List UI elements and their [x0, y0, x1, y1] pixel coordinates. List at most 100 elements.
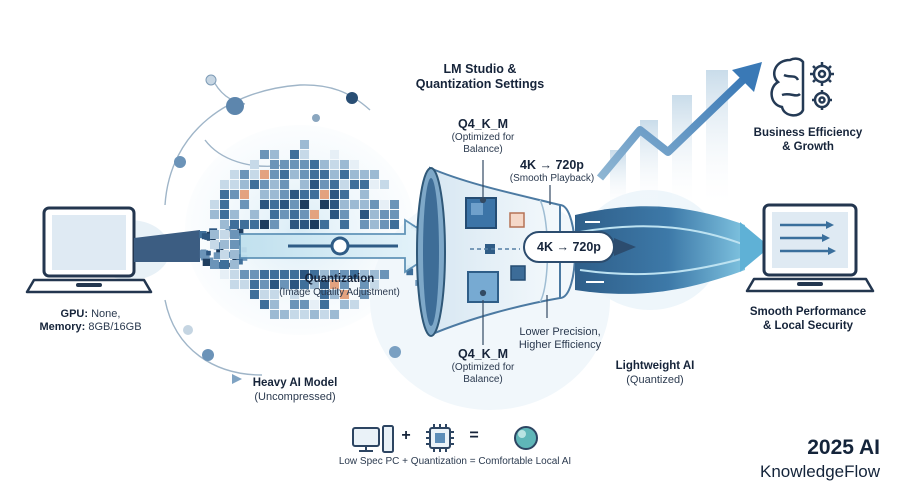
brain-pixel: [320, 280, 329, 289]
brain-pixel: [260, 300, 269, 309]
top-format-label: Q4_K_M (Optimized for Balance): [433, 117, 533, 155]
brain-pixel: [280, 160, 289, 169]
pc-specs: GPU: None, Memory: 8GB/16GB: [18, 308, 163, 334]
right-pc-line2: & Local Security: [762, 319, 854, 332]
brain-pixel: [210, 230, 219, 239]
brain-pixel: [300, 160, 309, 169]
resolution-label: 4K → 720p (Smooth Playback): [497, 158, 607, 185]
brain-pixel: [310, 220, 319, 229]
brain-pixel: [210, 200, 219, 209]
brain-pixel: [220, 250, 229, 259]
brain-pixel: [330, 180, 339, 189]
brain-pixel: [270, 210, 279, 219]
brain-pixel: [270, 170, 279, 179]
bottom-format-label: Q4_K_M (Optimized for Balance): [433, 347, 533, 385]
settings-title-line1: LM Studio &: [443, 62, 517, 76]
brain-pixel: [340, 200, 349, 209]
brain-pixel: [380, 200, 389, 209]
brain-pixel: [330, 270, 339, 279]
brain-pixel: [340, 180, 349, 189]
brain-pixel: [270, 300, 279, 309]
brain-pixel: [280, 200, 289, 209]
brain-pixel: [330, 200, 339, 209]
callout-lines: [479, 160, 551, 345]
brain-pixel: [340, 170, 349, 179]
brain-pixel: [220, 200, 229, 209]
brain-pixel: [370, 170, 379, 179]
brain-pixel: [310, 210, 319, 219]
brain-pixel: [370, 270, 379, 279]
brain-pixel: [260, 150, 269, 159]
brain-pixel: [320, 300, 329, 309]
brand-year: 2025 AI: [807, 436, 880, 459]
brain-pixel: [280, 310, 289, 319]
brain-pixel: [360, 210, 369, 219]
brain-pixel: [290, 220, 299, 229]
brain-pixel: [340, 290, 349, 299]
brain-pixel: [240, 200, 249, 209]
light-model-label: Lightweight AI (Quantized): [595, 360, 715, 387]
brain-pixel: [360, 270, 369, 279]
resolution-value: 4K → 720p: [520, 158, 584, 172]
brain-pixel: [280, 270, 289, 279]
brain-pixel: [230, 220, 239, 229]
brain-pixel: [300, 310, 309, 319]
brain-pixel: [350, 270, 359, 279]
bottom-format-desc-1: (Optimized for: [451, 361, 515, 373]
brain-pixel: [280, 190, 289, 199]
input-pixel: [237, 228, 244, 235]
brain-pixel: [370, 210, 379, 219]
brain-pixel: [330, 160, 339, 169]
input-pixel: [202, 258, 210, 266]
brain-pixel: [360, 170, 369, 179]
brain-pixel: [250, 160, 259, 169]
brain-pixel: [250, 280, 259, 289]
brain-pixel: [230, 210, 239, 219]
ai-orb-icon: [514, 426, 538, 450]
brain-pixel: [270, 220, 279, 229]
brain-pixel: [310, 180, 319, 189]
brain-pixel: [270, 200, 279, 209]
brain-pixel: [300, 140, 309, 149]
quantization-subtitle: (Image Quality Adjustment): [279, 286, 400, 298]
brain-pixel: [300, 270, 309, 279]
brain-pixel: [370, 280, 379, 289]
brain-pixel: [290, 190, 299, 199]
memory-value: 8GB/16GB: [88, 320, 142, 333]
brain-pixel: [370, 220, 379, 229]
brain-pixel: [240, 170, 249, 179]
brain-pixel: [290, 290, 299, 299]
resolution-desc: (Smooth Playback): [509, 172, 595, 184]
brain-pixel: [270, 270, 279, 279]
top-format-name: Q4_K_M: [457, 117, 509, 131]
brain-pixel: [360, 180, 369, 189]
brain-pixel: [270, 280, 279, 289]
brain-pixel: [290, 300, 299, 309]
brain-pixel: [290, 170, 299, 179]
brain-pixel: [340, 280, 349, 289]
orbit-nodes: [174, 74, 401, 384]
brain-pixel: [230, 260, 239, 269]
brain-pixel: [350, 160, 359, 169]
growth-chart-icon: [596, 62, 762, 210]
brain-pixel: [390, 200, 399, 209]
brain-pixel: [290, 150, 299, 159]
input-pixel: [213, 252, 221, 260]
brain-pixel: [330, 150, 339, 159]
brain-pixel: [310, 300, 319, 309]
brain-pixel: [240, 190, 249, 199]
input-pixel: [236, 258, 243, 265]
brain-pixel: [270, 310, 279, 319]
brain-pixel: [370, 200, 379, 209]
brain-pixel: [320, 310, 329, 319]
pipe-arrow: [523, 231, 636, 263]
input-pixel: [204, 233, 211, 240]
light-model-subtitle: (Quantized): [626, 373, 684, 386]
brain-pixel: [270, 190, 279, 199]
brain-pixel: [290, 160, 299, 169]
heavy-model-brain-pixels: [210, 140, 399, 319]
brain-pixel: [240, 270, 249, 279]
output-stream: [575, 206, 770, 294]
brain-pixel: [300, 300, 309, 309]
heavy-model-subtitle: (Uncompressed): [254, 390, 336, 403]
